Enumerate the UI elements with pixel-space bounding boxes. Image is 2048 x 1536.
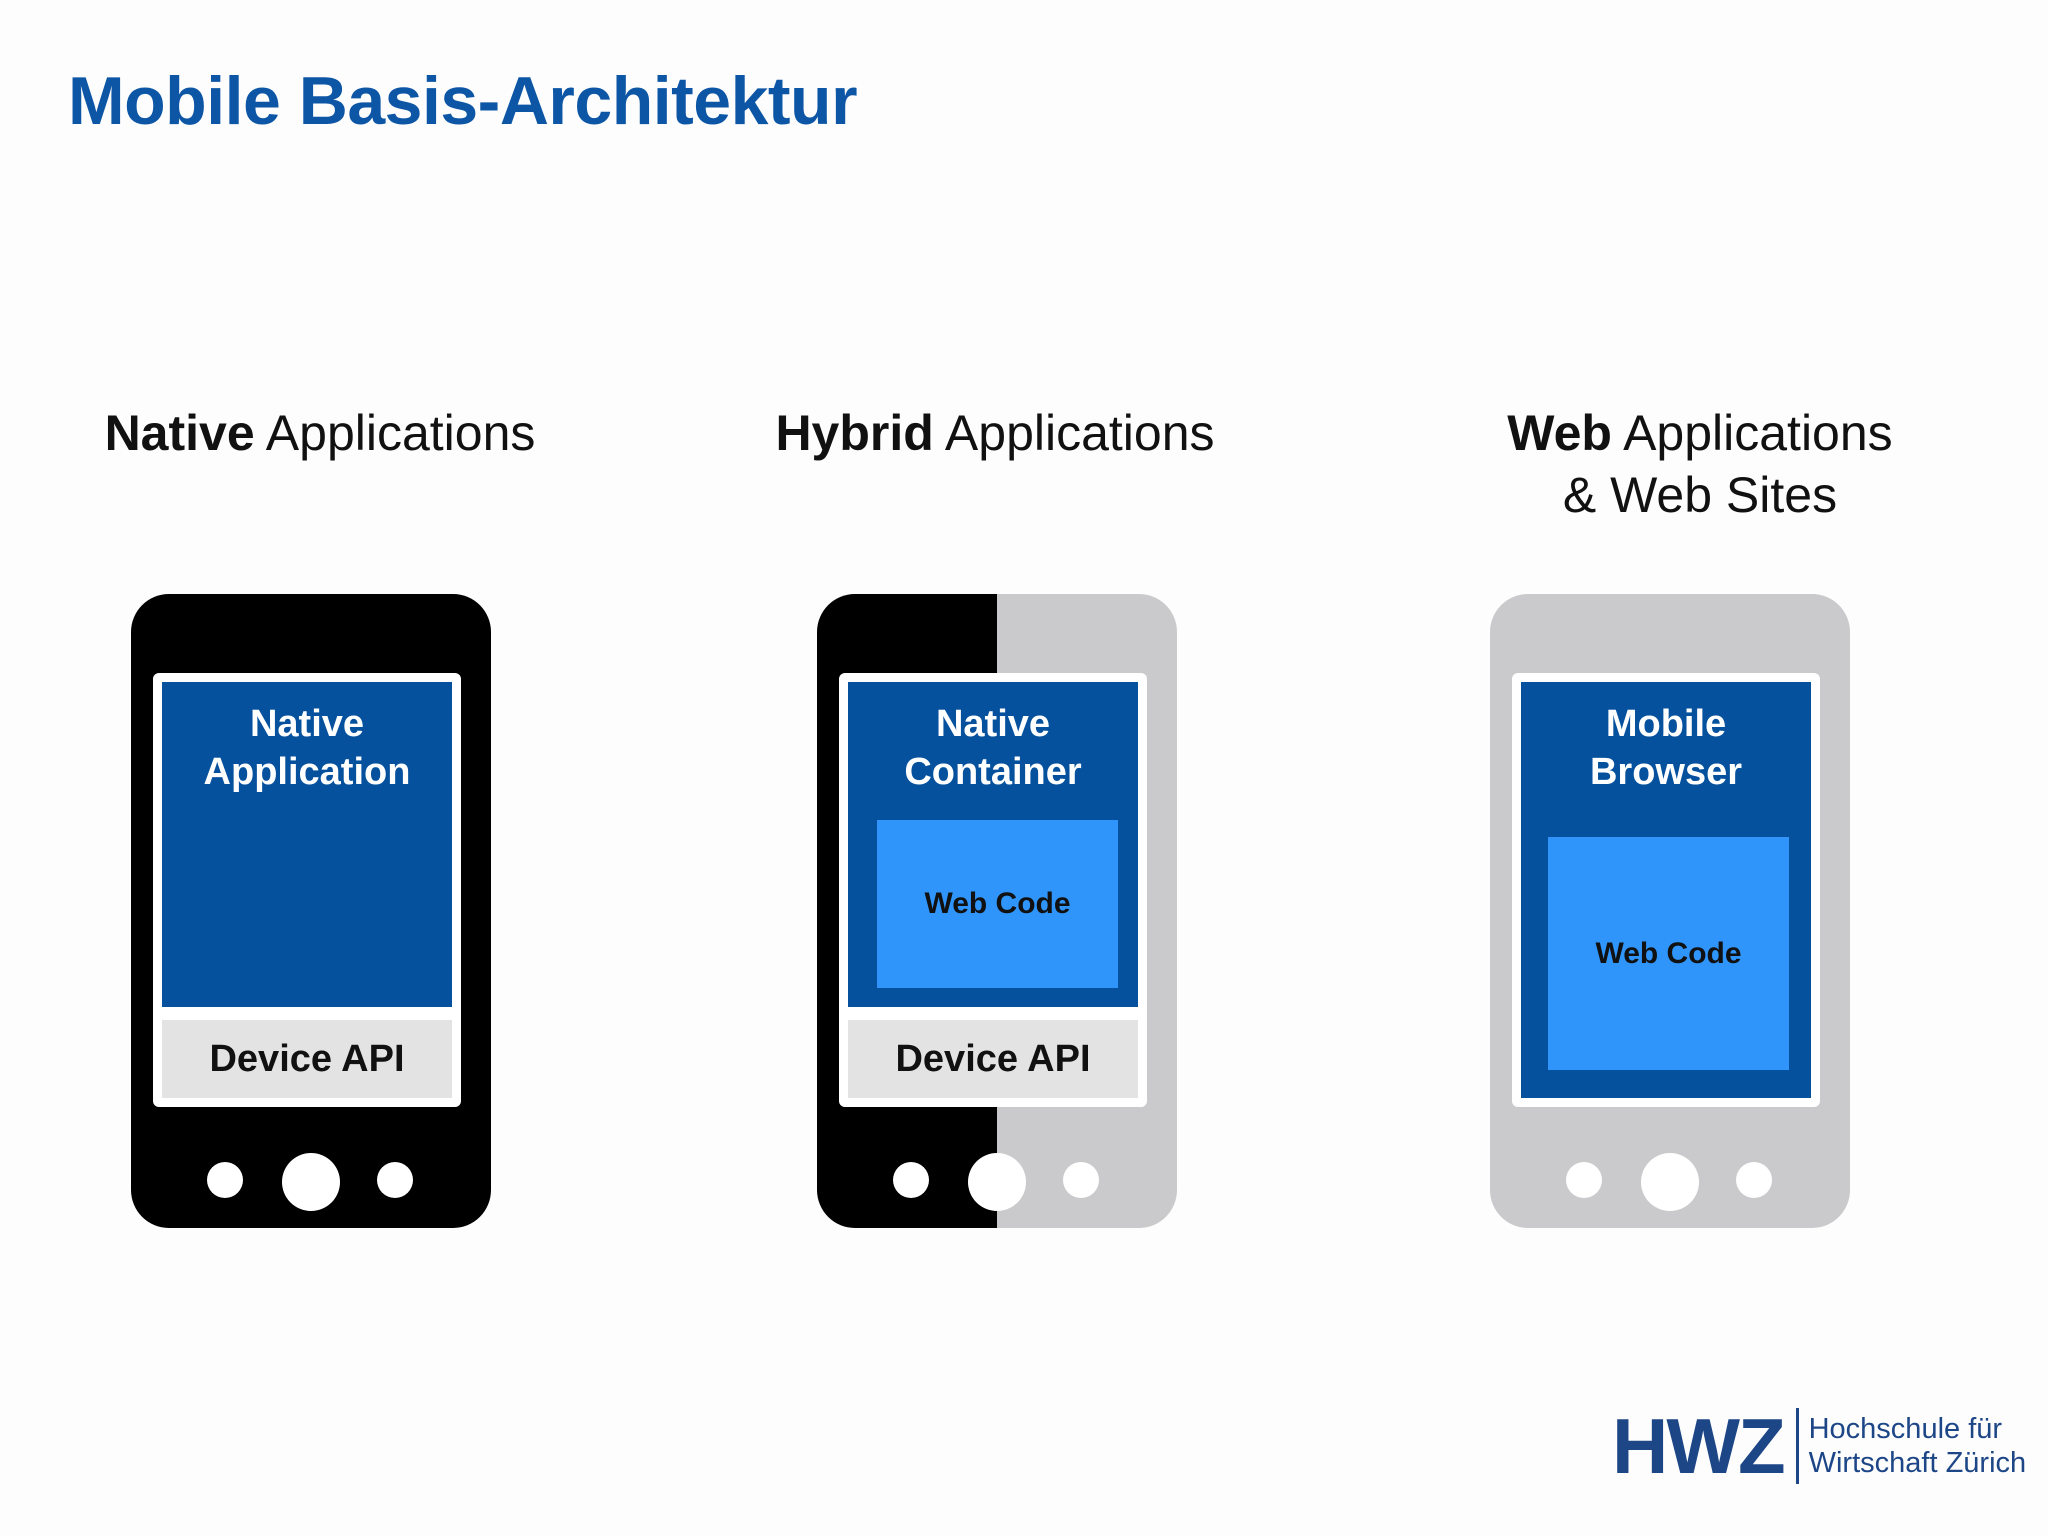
phone-web-screen: Mobile Browser Web Code — [1512, 673, 1820, 1107]
native-container-label-line2: Container — [904, 751, 1082, 793]
heading-web-bold: Web — [1507, 405, 1612, 461]
phone-hybrid-right-button — [1063, 1162, 1099, 1198]
heading-hybrid-rest: Applications — [933, 405, 1215, 461]
phone-hybrid-left-button — [893, 1162, 929, 1198]
phone-native-left-button — [207, 1162, 243, 1198]
phone-web-right-button — [1736, 1162, 1772, 1198]
phone-hybrid: Native Container Web Code Device API — [817, 594, 1177, 1228]
heading-web: Web Applications & Web Sites — [1380, 402, 2020, 526]
phone-native: Native Application Device API — [131, 594, 491, 1228]
native-application-label-line1: Native — [249, 703, 365, 745]
native-application-label: Native Application — [162, 700, 452, 796]
hwz-logo-mark: HWZ — [1612, 1402, 1786, 1490]
heading-native-rest: Applications — [254, 405, 536, 461]
phone-native-home-button — [282, 1153, 340, 1211]
device-api-hybrid: Device API — [848, 1020, 1138, 1098]
mobile-browser-label: Mobile Browser — [1521, 700, 1811, 796]
heading-native: Native Applications — [0, 402, 640, 464]
phone-native-screen: Native Application Device API — [153, 673, 461, 1107]
heading-web-rest: Applications — [1611, 405, 1893, 461]
native-container-label: Native Container — [848, 700, 1138, 796]
hwz-logo-text: Hochschule für Wirtschaft Zürich — [1809, 1412, 2027, 1480]
heading-native-bold: Native — [104, 405, 255, 461]
phone-web: Mobile Browser Web Code — [1490, 594, 1850, 1228]
mobile-browser-label-line2: Browser — [1589, 751, 1743, 793]
phone-web-home-button — [1641, 1153, 1699, 1211]
web-code-hybrid: Web Code — [877, 820, 1118, 988]
device-api-native: Device API — [162, 1020, 452, 1098]
hwz-logo-line2: Wirtschaft Zürich — [1808, 1447, 2027, 1479]
hwz-logo-line1: Hochschule für — [1808, 1413, 2003, 1445]
web-code-web: Web Code — [1548, 837, 1789, 1070]
phone-hybrid-screen: Native Container Web Code Device API — [839, 673, 1147, 1107]
mobile-browser-area: Mobile Browser Web Code — [1521, 682, 1811, 1098]
phone-hybrid-home-button — [968, 1153, 1026, 1211]
phone-web-left-button — [1566, 1162, 1602, 1198]
hwz-logo: HWZ Hochschule für Wirtschaft Zürich — [1612, 1406, 2026, 1486]
heading-hybrid-bold: Hybrid — [775, 405, 934, 461]
slide-title: Mobile Basis-Architektur — [68, 63, 858, 139]
native-application-area: Native Application — [162, 682, 452, 1007]
mobile-browser-label-line1: Mobile — [1605, 703, 1727, 745]
heading-web-line2: & Web Sites — [1562, 467, 1838, 523]
phone-native-right-button — [377, 1162, 413, 1198]
hwz-logo-divider — [1795, 1408, 1799, 1484]
heading-hybrid: Hybrid Applications — [675, 402, 1315, 464]
native-container-area: Native Container Web Code — [848, 682, 1138, 1007]
native-application-label-line2: Application — [203, 751, 411, 793]
native-container-label-line1: Native — [935, 703, 1051, 745]
